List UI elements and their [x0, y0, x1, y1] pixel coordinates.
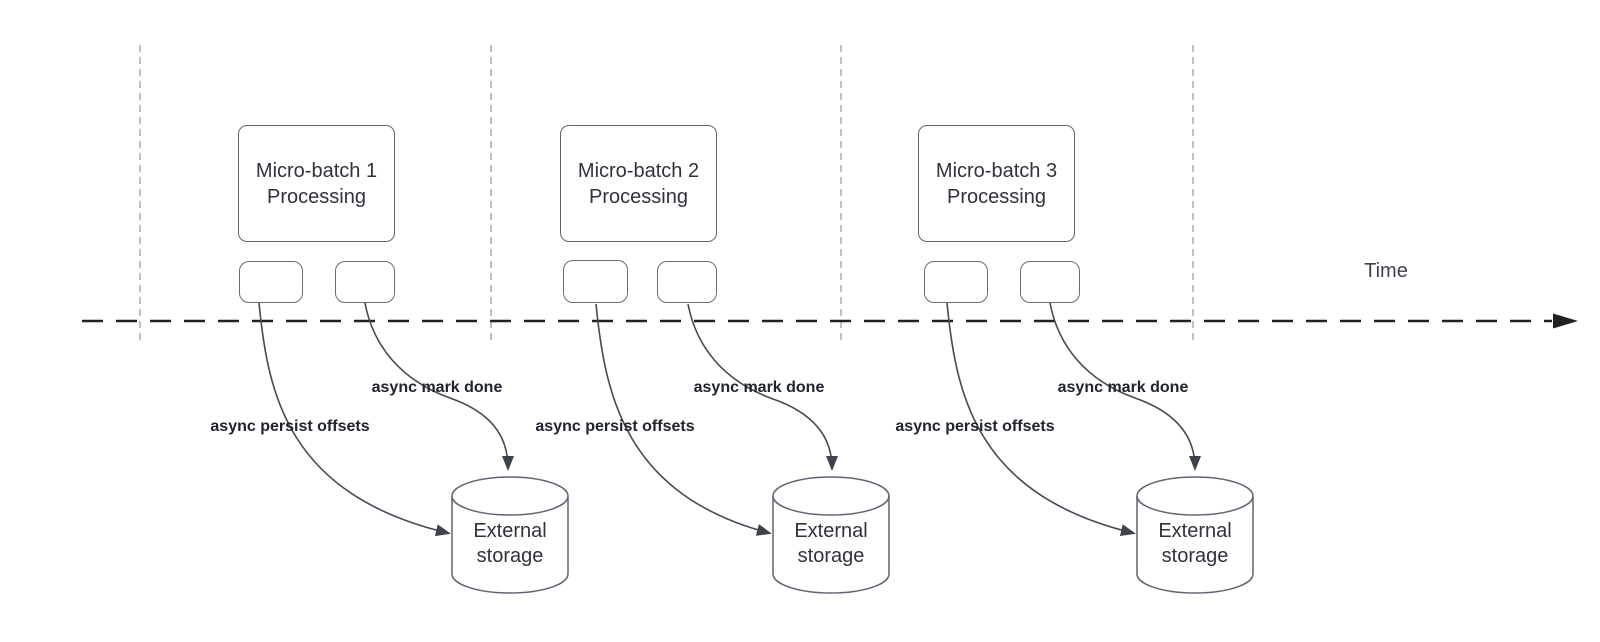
external-storage-label-line2: storage — [1161, 545, 1229, 567]
external-storage-label-line1: External — [473, 520, 547, 542]
micro-batch-1-processing-box: Micro-batch 1 Processing — [238, 125, 395, 242]
external-storage-label-line2: storage — [476, 545, 544, 567]
persist-offsets-source-box-2 — [563, 260, 628, 303]
processing-box-label-line1: Micro-batch 3 — [935, 159, 1058, 182]
persist-offsets-label-2: async persist offsets — [535, 418, 695, 435]
mark-done-arrow-3 — [1049, 302, 1201, 471]
mark-done-arrow-2 — [687, 303, 838, 471]
time-axis-label: Time — [1364, 260, 1408, 282]
mark-done-arrow-1 — [364, 302, 514, 471]
external-storage-label-line1: External — [794, 520, 868, 542]
persist-offsets-arrow-2 — [595, 303, 772, 536]
persist-offsets-label-1: async persist offsets — [210, 418, 370, 435]
mark-done-label-3: async mark done — [1057, 379, 1189, 396]
persist-offsets-arrow-3 — [946, 302, 1136, 537]
micro-batch-3-processing-box: Micro-batch 3 Processing — [918, 125, 1075, 242]
external-storage-label-1: External storage — [452, 519, 568, 569]
external-storage-cylinder-1 — [451, 476, 569, 594]
external-storage-cylinder-2 — [772, 476, 890, 594]
persist-offsets-source-box-3 — [924, 261, 988, 303]
mark-done-source-box-1 — [335, 261, 395, 303]
processing-box-label-line1: Micro-batch 2 — [577, 159, 700, 182]
mark-done-label-2: async mark done — [693, 379, 825, 396]
persist-offsets-source-box-1 — [239, 261, 303, 303]
external-storage-label-line2: storage — [797, 545, 865, 567]
mark-done-label-1: async mark done — [371, 379, 503, 396]
processing-box-label-line1: Micro-batch 1 — [255, 159, 378, 182]
processing-box-label-line2: Processing — [589, 185, 688, 208]
mark-done-source-box-3 — [1020, 261, 1080, 303]
processing-box-label-line2: Processing — [267, 185, 366, 208]
timeline-arrowhead — [1553, 313, 1578, 329]
micro-batch-2-processing-box: Micro-batch 2 Processing — [560, 125, 717, 242]
external-storage-label-3: External storage — [1137, 519, 1253, 569]
external-storage-label-2: External storage — [773, 519, 889, 569]
persist-offsets-arrow-1 — [258, 302, 451, 537]
external-storage-cylinder-3 — [1136, 476, 1254, 594]
mark-done-source-box-2 — [657, 261, 717, 303]
external-storage-label-line1: External — [1158, 520, 1232, 542]
processing-box-label-line2: Processing — [947, 185, 1046, 208]
persist-offsets-label-3: async persist offsets — [895, 418, 1055, 435]
